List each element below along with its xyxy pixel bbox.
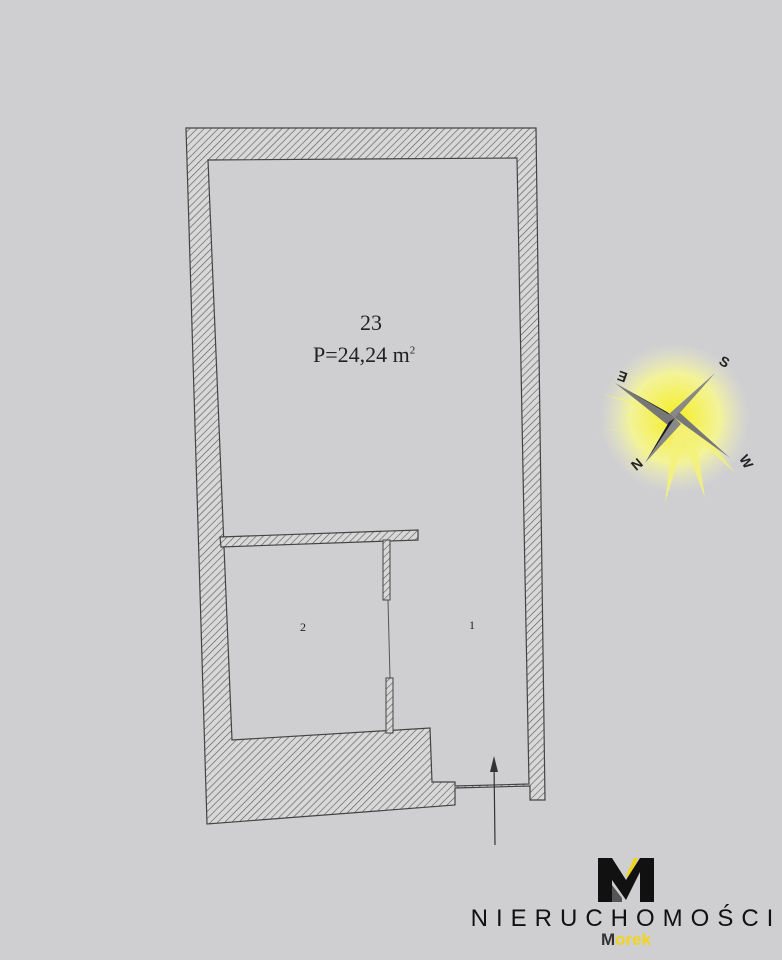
area-value: P=24,24 m: [313, 342, 410, 367]
door-line: [387, 599, 391, 679]
logo-name: Morek: [470, 930, 782, 950]
entrance-arrow: [490, 756, 498, 846]
area-unit-sup: 2: [409, 344, 416, 357]
logo-name-rest: orek: [615, 930, 652, 949]
logo-name-first: M: [600, 930, 616, 949]
compass-rose-icon: [595, 343, 750, 503]
room-label-1: 1: [469, 618, 475, 632]
partition-post-upper: [382, 539, 391, 601]
outer-walls: [185, 127, 546, 825]
room-label-2: 2: [300, 620, 306, 634]
room-area: P=24,24 m2: [313, 342, 415, 368]
logo-company-text: NIERUCHOMOŚCI: [470, 905, 782, 932]
partition-post-lower: [385, 677, 394, 734]
logo-mark: [598, 858, 654, 902]
room-number: 23: [360, 310, 382, 335]
partition-wall: [219, 529, 419, 548]
